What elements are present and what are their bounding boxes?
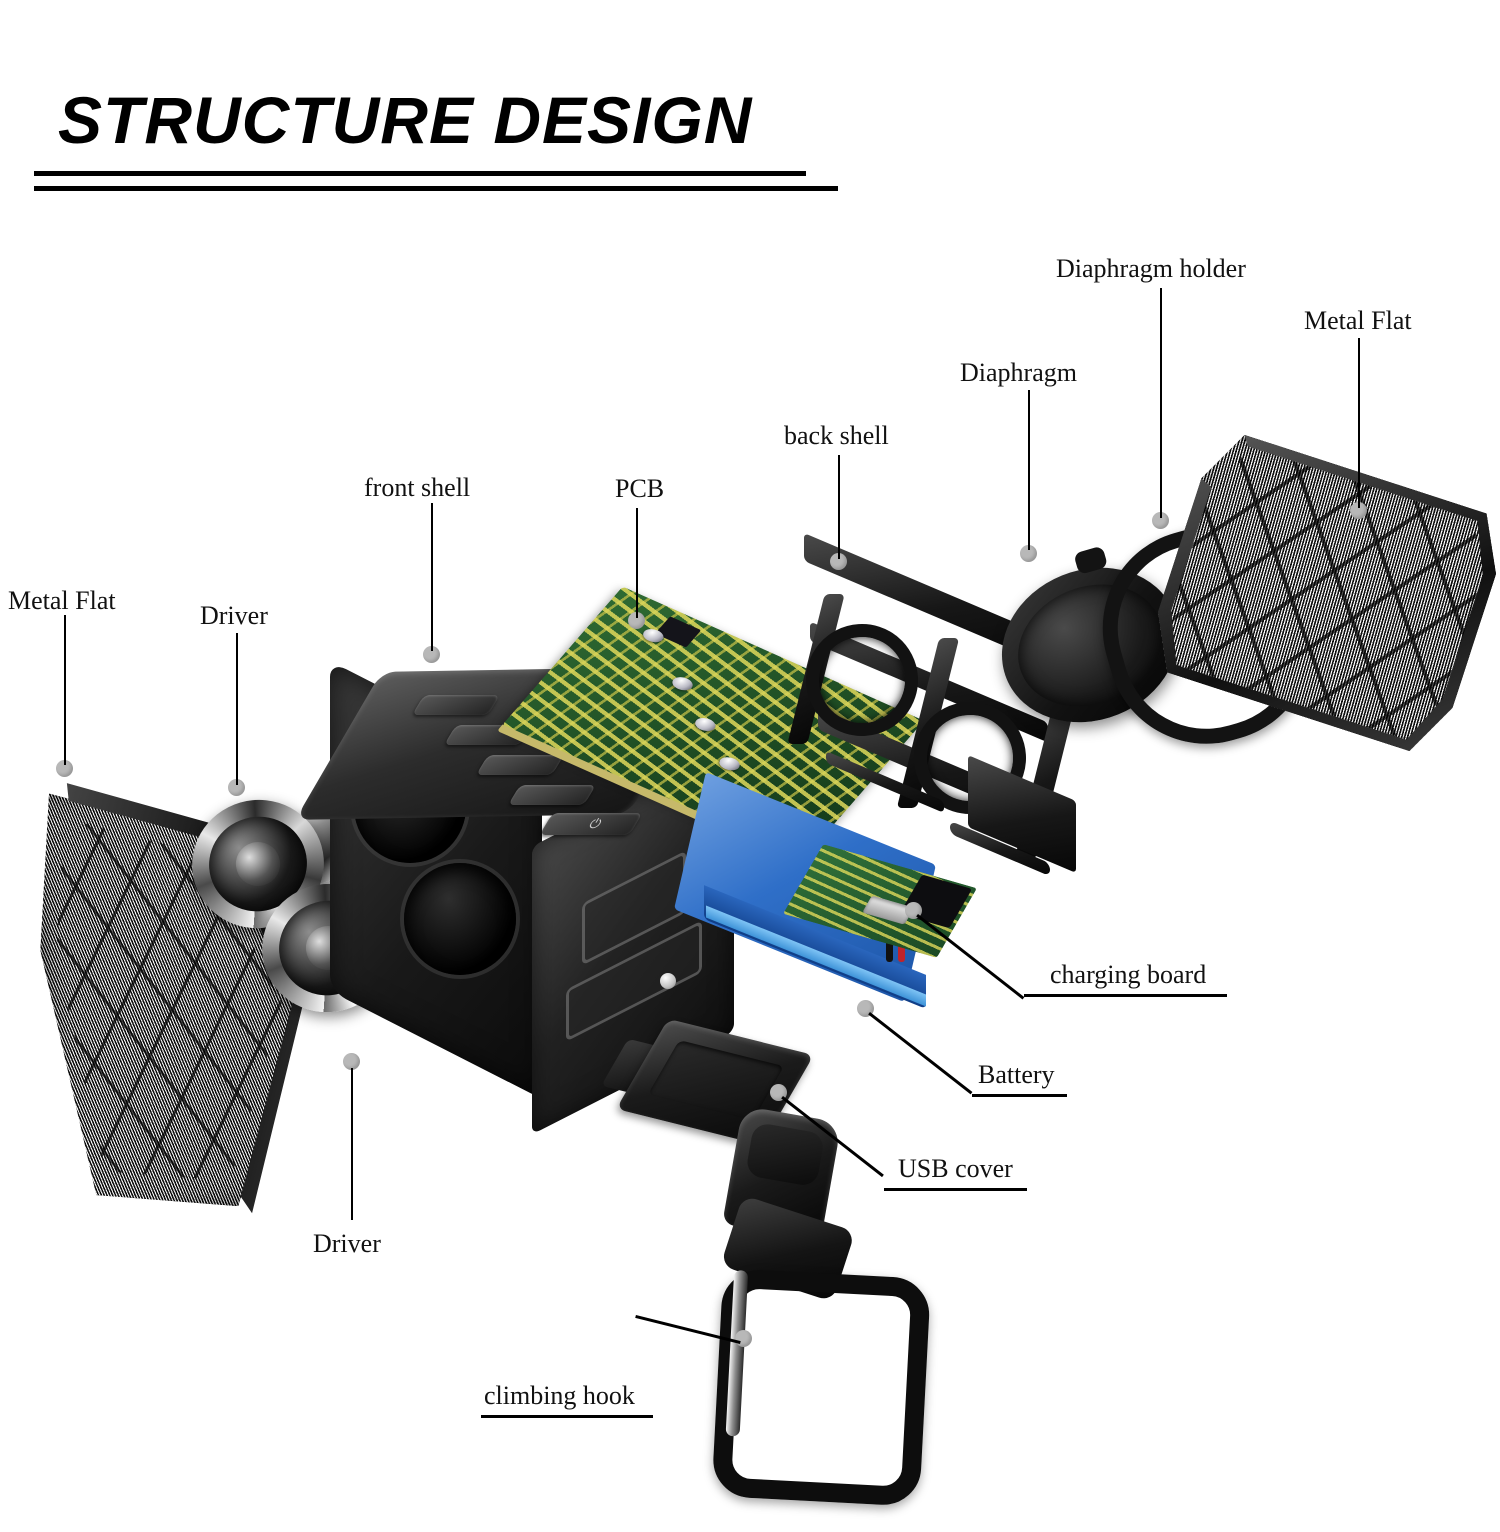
leader-line-front-shell bbox=[431, 503, 433, 651]
button-play[interactable] bbox=[475, 755, 565, 775]
callout-label-battery: Battery bbox=[978, 1060, 1055, 1089]
callout-dot-diaphragm bbox=[1020, 545, 1037, 562]
leader-line-battery bbox=[868, 1012, 973, 1095]
leader-line-diaphragm-holder bbox=[1160, 288, 1162, 518]
driver-opening-lower bbox=[404, 863, 516, 975]
title-underline-secondary bbox=[34, 186, 838, 191]
leader-line-metal-flat-left bbox=[64, 615, 66, 765]
callout-label-metal-flat-left: Metal Flat bbox=[8, 586, 116, 615]
holder-tab-top bbox=[1073, 545, 1109, 575]
callout-label-back-shell: back shell bbox=[784, 421, 889, 450]
callout-dot-metal-flat-right bbox=[1350, 502, 1367, 519]
callout-label-driver-top: Driver bbox=[200, 601, 268, 630]
callout-label-charging-board: charging board bbox=[1050, 960, 1207, 989]
title-underline-primary bbox=[34, 171, 806, 176]
exploded-view-diagram: STRUCTURE DESIGN ⏻ bbox=[8, 83, 1500, 1507]
leader-line-back-shell bbox=[838, 455, 840, 559]
page-title: STRUCTURE DESIGN bbox=[58, 83, 753, 157]
callout-label-climbing-hook: climbing hook bbox=[484, 1381, 635, 1410]
callout-dot-battery bbox=[857, 1000, 874, 1017]
callout-dot-driver-bottom bbox=[343, 1053, 360, 1070]
leader-line-diaphragm bbox=[1028, 390, 1030, 550]
callout-label-diaphragm: Diaphragm bbox=[960, 358, 1077, 387]
leader-line-driver-bottom bbox=[351, 1068, 353, 1220]
leader-underline-usb-cover bbox=[884, 1188, 1027, 1191]
callout-dot-back-shell bbox=[830, 553, 847, 570]
button-minus[interactable] bbox=[507, 785, 597, 805]
leader-underline-charging-board bbox=[1024, 994, 1227, 997]
power-button[interactable]: ⏻ bbox=[539, 813, 643, 835]
callout-label-diaphragm-holder: Diaphragm holder bbox=[1056, 254, 1246, 283]
callout-label-metal-flat-right: Metal Flat bbox=[1304, 306, 1412, 335]
callout-dot-charging-board bbox=[905, 902, 922, 919]
callout-dot-diaphragm-holder bbox=[1152, 512, 1169, 529]
callout-dot-metal-flat-left bbox=[56, 760, 73, 777]
callout-dot-driver-top bbox=[228, 779, 245, 796]
leader-line-driver-top bbox=[236, 633, 238, 785]
callout-label-pcb: PCB bbox=[615, 474, 665, 503]
leader-underline-climbing-hook bbox=[481, 1415, 653, 1418]
callout-dot-front-shell bbox=[423, 646, 440, 663]
button-m[interactable] bbox=[411, 695, 501, 715]
part-front-shell: ⏻ bbox=[295, 655, 734, 1135]
callout-label-front-shell: front shell bbox=[364, 473, 471, 502]
leader-underline-battery bbox=[972, 1094, 1067, 1097]
leader-line-metal-flat-right bbox=[1358, 338, 1360, 508]
callout-dot-climbing-hook bbox=[735, 1330, 752, 1347]
callout-label-usb-cover: USB cover bbox=[898, 1154, 1013, 1183]
leader-line-pcb bbox=[636, 508, 638, 618]
callout-dot-usb-cover bbox=[770, 1084, 787, 1101]
callout-label-driver-bottom: Driver bbox=[313, 1229, 381, 1258]
screw-boss bbox=[660, 973, 676, 989]
callout-dot-pcb bbox=[628, 612, 645, 629]
power-icon: ⏻ bbox=[585, 816, 606, 831]
